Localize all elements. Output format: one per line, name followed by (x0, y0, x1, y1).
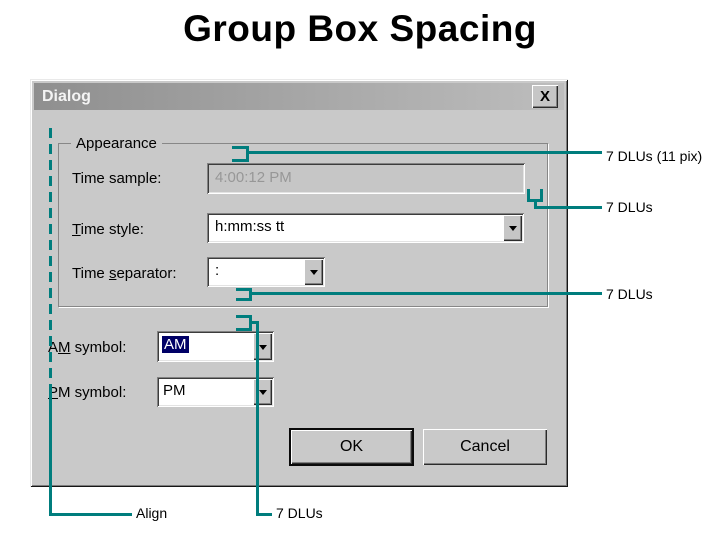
bracket-cap (236, 288, 252, 291)
time-separator-value: : (215, 262, 220, 279)
time-style-value: h:mm:ss tt (215, 218, 285, 235)
time-separator-combobox[interactable]: : (207, 257, 325, 287)
am-symbol-value: AM (162, 336, 189, 353)
close-icon: X (539, 88, 550, 105)
groupbox-label: Appearance (71, 135, 162, 152)
annotation-label: 7 DLUs (276, 505, 323, 521)
leader-elbow (256, 513, 272, 516)
align-guide-line (49, 388, 52, 516)
appearance-groupbox: Appearance (58, 135, 548, 307)
time-sample-value: 4:00:12 PM (215, 169, 292, 186)
leader-line (534, 206, 602, 209)
bracket-cap (232, 146, 249, 149)
leader-line (252, 292, 602, 295)
bracket-cap (236, 328, 252, 331)
chevron-down-icon (258, 390, 267, 395)
bracket-prong (540, 189, 543, 202)
dialog-titlebar: Dialog X (34, 83, 564, 110)
leader-line (249, 151, 602, 154)
time-style-label: Time style: (72, 221, 144, 238)
bracket-prong (527, 189, 530, 202)
page-title: Group Box Spacing (183, 8, 537, 49)
leader-elbow (534, 199, 537, 209)
dialog-window: Dialog X Appearance Time sample: 4:00:12… (30, 79, 568, 487)
bracket-bar (249, 315, 252, 331)
close-button[interactable]: X (532, 85, 558, 108)
chevron-down-icon (258, 344, 267, 350)
chevron-down-icon (309, 270, 318, 275)
bracket-cap (236, 315, 252, 318)
time-sample-label: Time sample: (72, 170, 162, 187)
bracket-cap (232, 159, 249, 162)
time-style-combobox[interactable]: h:mm:ss tt (207, 213, 524, 243)
pm-symbol-label: PM symbol: (48, 384, 127, 401)
time-separator-dropdown-button[interactable] (304, 259, 323, 285)
leader-elbow (252, 321, 259, 324)
chevron-down-icon (508, 226, 517, 231)
align-guide-dashed-line (49, 128, 52, 388)
dialog-title: Dialog (42, 87, 91, 105)
bracket-bar (246, 146, 249, 162)
bracket-cap (236, 298, 252, 301)
time-sample-field: 4:00:12 PM (207, 163, 525, 194)
annotation-label: Align (136, 505, 168, 521)
annotation-label: 7 DLUs (606, 199, 653, 215)
leader-line-vertical (256, 321, 259, 516)
ok-button[interactable]: OK (289, 428, 414, 466)
time-separator-label: Time separator: (72, 265, 177, 282)
annotation-label: 7 DLUs (11 pix) (606, 148, 703, 164)
time-style-dropdown-button[interactable] (503, 215, 522, 241)
leader-elbow (49, 513, 132, 516)
am-symbol-label: AM symbol: (48, 339, 127, 356)
cancel-button[interactable]: Cancel (423, 429, 547, 465)
pm-symbol-value: PM (163, 382, 186, 399)
am-symbol-combobox[interactable]: AM (157, 331, 274, 362)
annotation-label: 7 DLUs (606, 286, 653, 302)
bracket-bar (249, 288, 252, 301)
